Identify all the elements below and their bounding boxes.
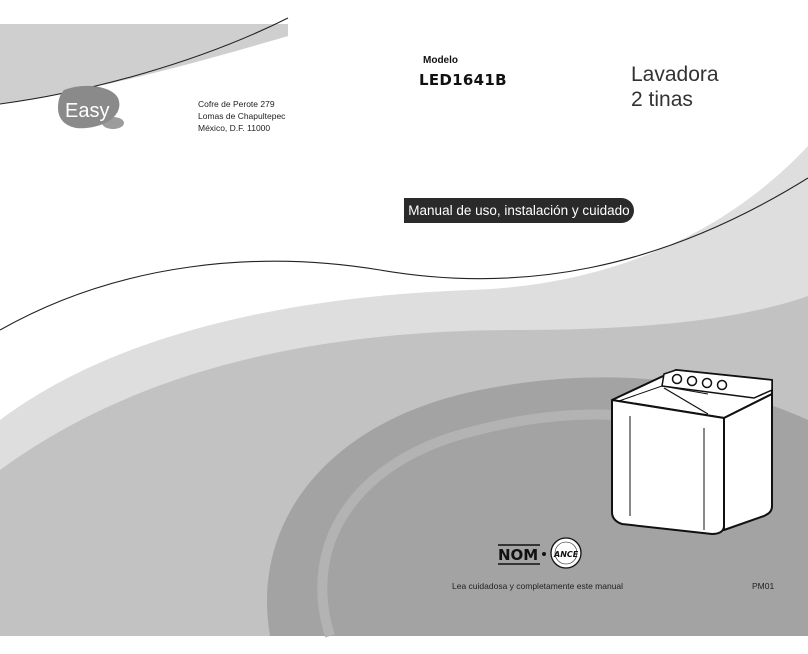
easy-logo: Easy [58,85,124,129]
manual-title-banner: Manual de uso, instalación y cuidado [404,198,634,223]
ance-seal-text: ANCE [553,550,579,559]
document-code: PM01 [752,581,775,591]
nom-seal-text: NOM [498,546,538,564]
address-line: México, D.F. 11000 [198,123,271,133]
washing-machine-illustration [611,369,773,535]
easy-logo-text: Easy [65,100,109,122]
footer-note: Lea cuidadosa y completamente este manua… [452,581,624,591]
product-title-line: 2 tinas [631,88,693,111]
certification-seals: NOM ANCE [498,537,582,569]
address-line: Cofre de Perote 279 [198,99,275,109]
product-title: Lavadora 2 tinas [631,62,719,112]
model-number: LED1641B [419,71,507,89]
model-label: Modelo [423,55,458,66]
product-title-line: Lavadora [631,63,719,86]
address-line: Lomas de Chapultepec [198,111,286,121]
company-address: Cofre de Perote 279 Lomas de Chapultepec… [198,98,285,134]
